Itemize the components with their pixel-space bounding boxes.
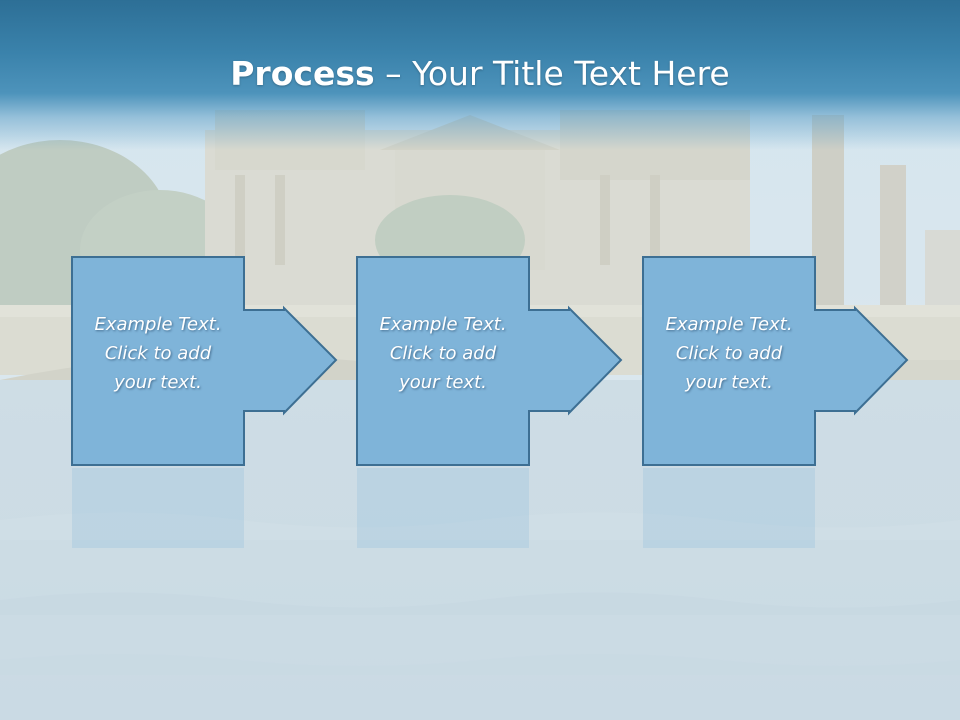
- step-reflection: [356, 468, 626, 548]
- step-arrow-shape: [642, 256, 909, 466]
- step-reflection: [642, 468, 912, 548]
- title-bold: Process: [230, 54, 375, 93]
- step-text[interactable]: Example Text. Click to add your text.: [665, 314, 793, 393]
- process-step-3[interactable]: Example Text. Click to add your text.: [642, 256, 912, 548]
- step-arrow-shape: [71, 256, 338, 466]
- title-band: [0, 0, 960, 150]
- title-rest: – Your Title Text Here: [374, 54, 730, 93]
- slide-title[interactable]: Process – Your Title Text Here: [0, 52, 960, 96]
- step-text[interactable]: Example Text. Click to add your text.: [94, 314, 222, 393]
- step-text[interactable]: Example Text. Click to add your text.: [379, 314, 507, 393]
- step-arrow-shape: [356, 256, 623, 466]
- process-step-1[interactable]: Example Text. Click to add your text.: [71, 256, 341, 548]
- process-step-2[interactable]: Example Text. Click to add your text.: [356, 256, 626, 548]
- step-reflection: [71, 468, 341, 548]
